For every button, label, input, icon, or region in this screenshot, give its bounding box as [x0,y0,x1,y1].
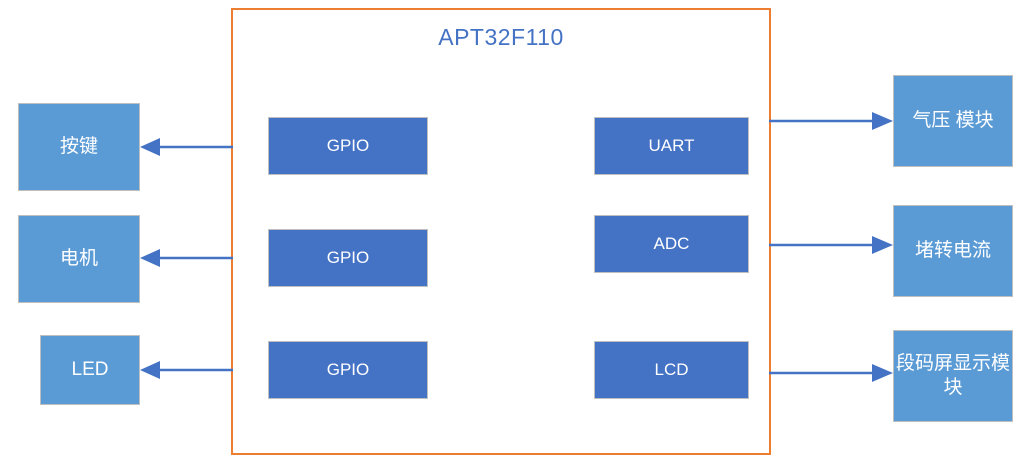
arrow-gpio-to-motor [136,248,233,268]
module-box-gpio-2[interactable]: GPIO [268,229,428,287]
arrow-lcd-to-segment-lcd-module [769,363,895,383]
arrow-uart-to-pressure-module [769,111,895,131]
module-box-adc[interactable]: ADC [594,215,749,273]
module-box-gpio-3[interactable]: GPIO [268,341,428,399]
arrow-adc-to-stall-current [769,235,895,255]
peripheral-box-led[interactable]: LED [40,335,140,405]
module-box-gpio-1[interactable]: GPIO [268,117,428,175]
peripheral-box-motor[interactable]: 电机 [18,215,140,303]
module-box-lcd[interactable]: LCD [594,341,749,399]
peripheral-box-button[interactable]: 按键 [18,103,140,191]
peripheral-box-segment-lcd-module[interactable]: 段码屏显示模块 [893,330,1013,422]
peripheral-box-stall-current[interactable]: 堵转电流 [893,205,1013,297]
arrow-gpio-to-button [136,137,233,157]
arrow-gpio-to-led [136,360,233,380]
module-box-uart[interactable]: UART [594,117,749,175]
peripheral-box-pressure-module[interactable]: 气压 模块 [893,75,1013,167]
mcu-title: APT32F110 [438,24,564,50]
